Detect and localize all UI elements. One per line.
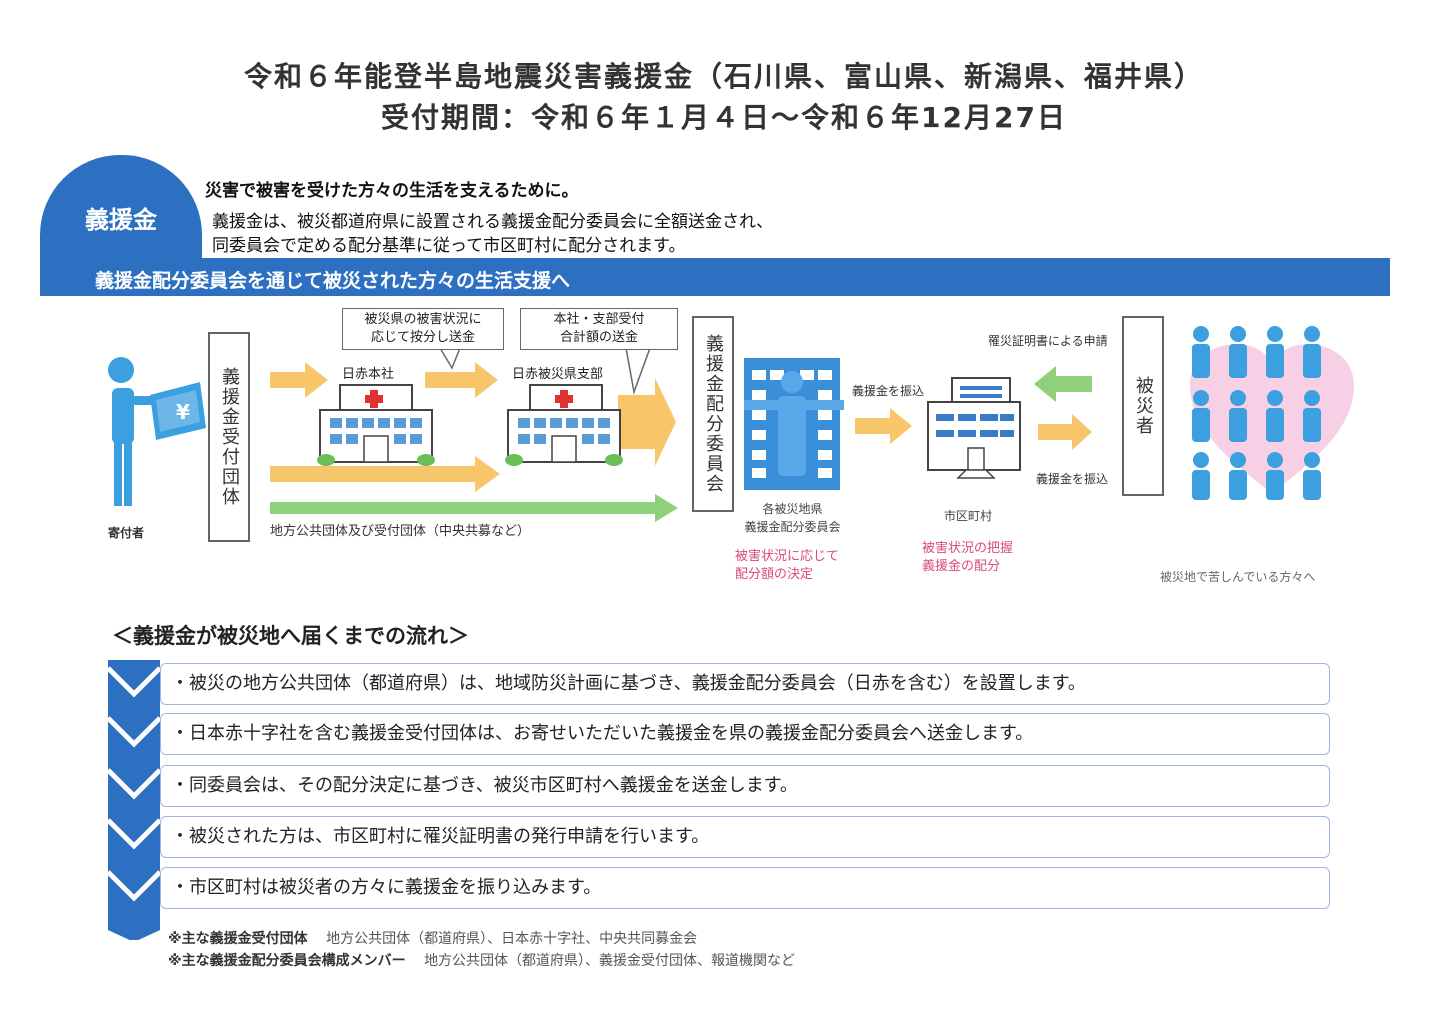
lead-heading: 災害で被害を受けた方々の生活を支えるために。 [205,181,579,201]
arrows-green [270,366,1092,522]
city-role-line-2: 義援金の配分 [922,559,1001,574]
flow-step-3: ・同委員会は、その配分決定に基づき、被災市区町村へ義援金を送金します。 [160,765,1330,807]
note-receiving-orgs-label: ※主な義援金受付団体 [168,931,308,947]
header-band [40,258,1390,296]
transfer-to-city-label: 義援金を振込 [852,384,925,398]
lead-line-1: 義援金は、被災都道府県に設置される義援金配分委員会に全額送金され、 [212,212,774,232]
flow-step-4: ・被災された方は、市区町村に罹災証明書の発行申請を行います。 [160,816,1330,858]
section-tab-label: 義援金 [85,206,157,234]
branch-label: 日赤被災県支部 [512,367,604,382]
committee-role-line-1: 被害状況に応じて [735,549,840,564]
city-role: 被害状況の把握 義援金の配分 [922,540,1013,576]
header-band-text: 義援金配分委員会を通じて被災された方々の生活支援へ [95,270,571,292]
victims-box: 被災者 [1122,316,1164,496]
note-committee-members-label: ※主な義援金配分委員会構成メンバー [168,953,406,969]
hospital-icon-branch [505,384,623,466]
donor-label: 寄付者 [108,526,145,540]
victims-icon [1190,326,1354,500]
flow-step-1: ・被災の地方公共団体（都道府県）は、地域防災計画に基づき、義援金配分委員会（日赤… [160,663,1330,705]
committee-caption: 各被災地県 義援金配分委員会 [720,500,865,536]
note-committee-members: ※主な義援金配分委員会構成メンバー 地方公共団体（都道府県）、義援金受付団体、報… [168,950,795,970]
transfer-to-victims-label: 義援金を振込 [1036,472,1109,486]
note-committee-members-text: 地方公共団体（都道府県）、義援金受付団体、報道機関など [424,953,796,969]
lead-line-2: 同委員会で定める配分基準に従って市区町村に配分されます。 [212,236,686,256]
page-title: 令和６年能登半島地震災害義援金（石川県、富山県、新潟県、福井県） [243,60,1204,93]
hospital-icon-hq [317,384,435,466]
callout-total-line-1: 本社・支部受付 [553,312,645,327]
flow-chevrons [108,660,162,940]
arrows-orange [270,362,1092,492]
committee-role-line-2: 配分額の決定 [735,567,814,582]
committee-caption-line-1: 各被災地県 [762,502,823,516]
callout-prorate: 被災県の被害状況に 応じて按分し送金 [342,308,504,350]
callout-prorate-line-1: 被災県の被害状況に [364,312,482,327]
callout-total-line-2: 合計額の送金 [559,330,638,345]
note-receiving-orgs: ※主な義援金受付団体 地方公共団体（都道府県）、日本赤十字社、中央共同募金会 [168,928,697,948]
flow-heading: ＜義援金が被災地へ届くまでの流れ＞ [112,624,469,648]
callout-total: 本社・支部受付 合計額の送金 [520,308,678,350]
flow-diagram [108,326,1354,522]
city-label: 市区町村 [944,509,993,523]
receiving-org-box: 義援金受付団体 [208,332,250,542]
committee-box: 義援金配分委員会 [692,316,734,512]
victims-caption: 被災地で苦しんでいる方々へ [1160,570,1316,584]
committee-caption-line-2: 義援金配分委員会 [744,520,841,534]
reception-period: 受付期間：令和６年１月４日～令和６年12月27日 [381,101,1067,134]
city-role-line-1: 被害状況の把握 [922,541,1014,556]
flow-step-5: ・市区町村は被災者の方々に義援金を振り込みます。 [160,867,1330,909]
committee-building-icon [744,358,844,490]
callout-prorate-line-2: 応じて按分し送金 [370,330,475,345]
certificate-request-label: 罹災証明書による申請 [988,334,1108,348]
committee-role: 被害状況に応じて 配分額の決定 [735,548,839,584]
city-hall-icon [927,377,1021,479]
local-gov-label: 地方公共団体及び受付団体（中央共募など） [270,524,531,539]
donor-icon [108,357,206,506]
hq-label: 日赤本社 [342,367,395,382]
yen-sign: ¥ [176,400,190,424]
note-receiving-orgs-text: 地方公共団体（都道府県）、日本赤十字社、中央共同募金会 [326,931,698,947]
flow-step-2: ・日本赤十字社を含む義援金受付団体は、お寄せいただいた義援金を県の義援金配分委員… [160,713,1330,755]
